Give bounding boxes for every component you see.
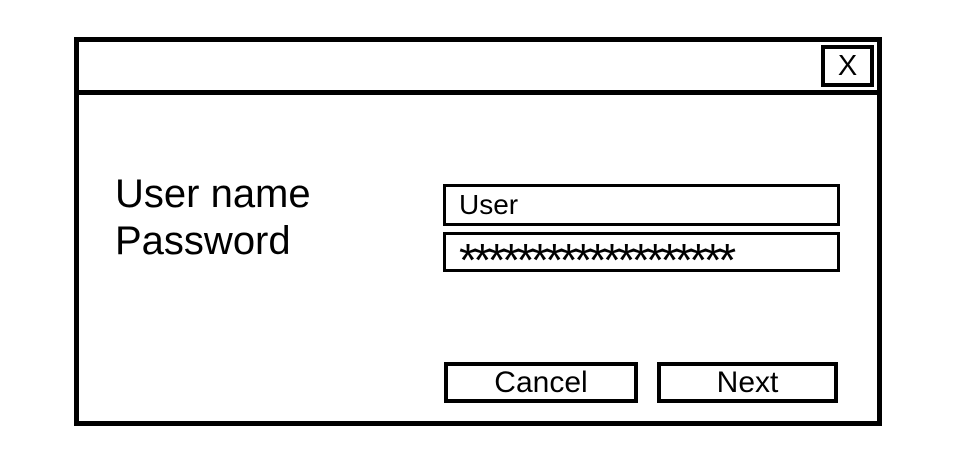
title-bar: X: [79, 42, 877, 95]
cancel-button-label: Cancel: [494, 365, 588, 399]
close-icon: X: [837, 49, 858, 82]
username-value: User: [459, 189, 519, 220]
next-button[interactable]: Next: [657, 362, 838, 403]
next-button-label: Next: [716, 365, 779, 399]
username-input[interactable]: User: [443, 184, 840, 226]
password-value: *******************: [459, 234, 736, 272]
password-label: Password: [115, 219, 291, 263]
login-dialog: X User name Password User **************…: [74, 37, 882, 426]
password-input[interactable]: *******************: [443, 232, 840, 272]
username-label: User name: [115, 172, 311, 216]
close-button[interactable]: X: [821, 45, 874, 87]
cancel-button[interactable]: Cancel: [444, 362, 638, 403]
